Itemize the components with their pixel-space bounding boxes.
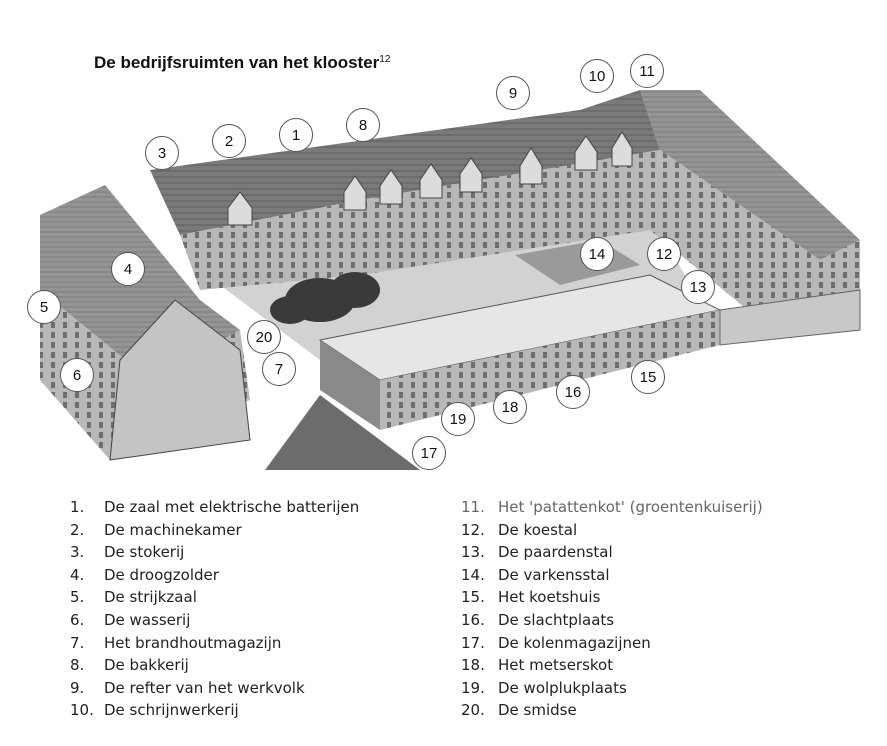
- legend-label: De koestal: [498, 520, 578, 539]
- legend-label: Het metserskot: [498, 656, 614, 675]
- legend-item: 12. De koestal: [461, 519, 763, 542]
- marker-2: 2: [212, 124, 246, 158]
- legend-item: 15. Het koetshuis: [461, 586, 763, 609]
- legend-number: 17.: [461, 633, 485, 652]
- marker-1: 1: [279, 118, 313, 152]
- legend-number: 2.: [70, 520, 85, 539]
- legend-item: 18. Het metserskot: [461, 654, 763, 677]
- legend-item: 7. Het brandhoutmagazijn: [70, 632, 359, 655]
- marker-11: 11: [630, 54, 664, 88]
- legend-item: 4. De droogzolder: [70, 564, 359, 587]
- legend-number: 14.: [461, 565, 485, 584]
- legend-label: De refter van het werkvolk: [104, 678, 305, 697]
- marker-5: 5: [27, 290, 61, 324]
- legend-number: 16.: [461, 610, 485, 629]
- legend-number: 13.: [461, 543, 485, 562]
- legend-item: 11. Het 'patattenkot' (groentenkuiserij): [461, 496, 763, 519]
- legend-label: De droogzolder: [104, 565, 219, 584]
- legend-label: Het 'patattenkot' (groentenkuiserij): [498, 498, 763, 516]
- legend-item: 17. De kolenmagazijnen: [461, 632, 763, 655]
- legend-label: De wolplukplaats: [498, 678, 627, 697]
- legend-label: De zaal met elektrische batterijen: [104, 498, 360, 516]
- legend-item: 19. De wolplukplaats: [461, 677, 763, 700]
- marker-9: 9: [496, 76, 530, 110]
- legend: 1. De zaal met elektrische batterijen 2. D…: [70, 496, 850, 728]
- marker-20: 20: [247, 320, 281, 354]
- legend-label: De bakkerij: [104, 656, 189, 675]
- legend-number: 1.: [70, 498, 85, 516]
- legend-number: 20.: [461, 701, 485, 720]
- legend-number: 9.: [70, 678, 85, 697]
- legend-item: 13. De paardenstal: [461, 541, 763, 564]
- legend-label: De varkensstal: [498, 565, 610, 584]
- marker-17: 17: [412, 436, 446, 470]
- legend-label: De strijkzaal: [104, 588, 197, 607]
- marker-13: 13: [681, 270, 715, 304]
- marker-14: 14: [580, 237, 614, 271]
- legend-item: 8. De bakkerij: [70, 654, 359, 677]
- marker-15: 15: [631, 360, 665, 394]
- page-title: De bedrijfsruimten van het klooster12: [94, 53, 390, 73]
- legend-label: Het brandhoutmagazijn: [104, 633, 282, 652]
- marker-18: 18: [493, 390, 527, 424]
- marker-16: 16: [556, 375, 590, 409]
- legend-number: 15.: [461, 588, 485, 607]
- legend-number: 10.: [70, 701, 94, 720]
- legend-number: 6.: [70, 610, 85, 629]
- legend-label: De wasserij: [104, 610, 191, 629]
- marker-12: 12: [647, 237, 681, 271]
- legend-item: 16. De slachtplaats: [461, 609, 763, 632]
- legend-number: 8.: [70, 656, 85, 675]
- legend-item: 1. De zaal met elektrische batterijen: [70, 496, 359, 519]
- legend-number: 11.: [461, 498, 485, 516]
- title-text: De bedrijfsruimten van het klooster: [94, 53, 380, 72]
- legend-column-left: 1. De zaal met elektrische batterijen 2. D…: [70, 496, 359, 722]
- legend-item: 20. De smidse: [461, 699, 763, 722]
- marker-6: 6: [60, 358, 94, 392]
- legend-item: 14. De varkensstal: [461, 564, 763, 587]
- title-footnote: 12: [379, 54, 391, 65]
- legend-label: De kolenmagazijnen: [498, 633, 651, 652]
- marker-3: 3: [145, 136, 179, 170]
- legend-label: De machinekamer: [104, 520, 242, 539]
- marker-4: 4: [111, 252, 145, 286]
- legend-number: 18.: [461, 656, 485, 675]
- legend-label: De slachtplaats: [498, 610, 615, 629]
- marker-7: 7: [262, 352, 296, 386]
- legend-number: 3.: [70, 543, 85, 562]
- legend-number: 4.: [70, 565, 85, 584]
- legend-label: De paardenstal: [498, 543, 613, 562]
- legend-item: 2. De machinekamer: [70, 519, 359, 542]
- marker-8: 8: [346, 108, 380, 142]
- legend-column-right: 11.Het 'patattenkot' (groentenkuiserij) …: [461, 496, 763, 722]
- legend-item: 6. De wasserij: [70, 609, 359, 632]
- legend-label: De smidse: [498, 701, 577, 720]
- legend-label: De stokerij: [104, 543, 185, 562]
- marker-10: 10: [580, 59, 614, 93]
- legend-item: 9. De refter van het werkvolk: [70, 677, 359, 700]
- legend-label: De schrijnwerkerij: [104, 701, 239, 720]
- legend-number: 7.: [70, 633, 85, 652]
- legend-number: 5.: [70, 588, 85, 607]
- legend-item: 10. De schrijnwerkerij: [70, 699, 359, 722]
- legend-item: 3. De stokerij: [70, 541, 359, 564]
- legend-number: 12.: [461, 520, 485, 539]
- aerial-photo-monastery: [40, 90, 861, 470]
- legend-item: 5. De strijkzaal: [70, 586, 359, 609]
- marker-19: 19: [441, 402, 475, 436]
- legend-number: 19.: [461, 678, 485, 697]
- legend-label: Het koetshuis: [498, 588, 601, 607]
